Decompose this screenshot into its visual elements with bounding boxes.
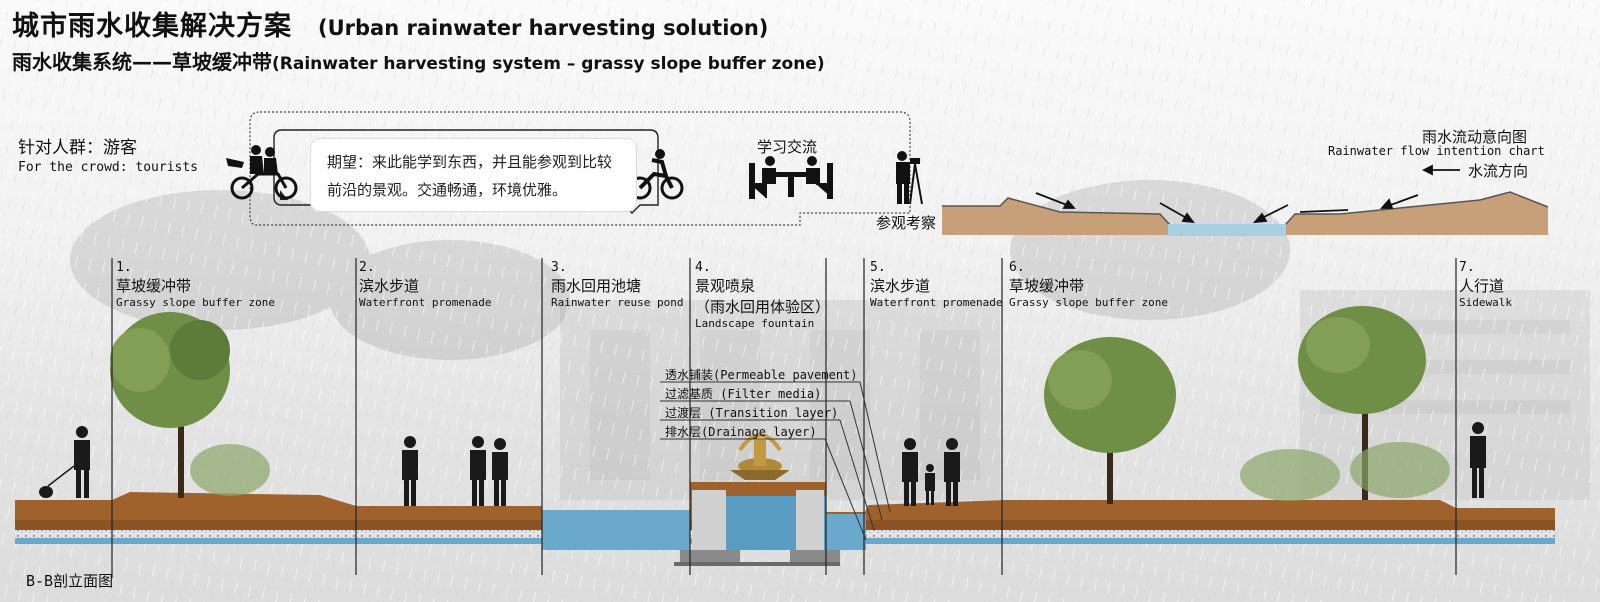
zone-7-en: Sidewalk bbox=[1459, 296, 1512, 309]
zone-4: 4. 景观喷泉 （雨水回用体验区） Landscape fountain bbox=[695, 260, 830, 330]
zone-4-en: Landscape fountain bbox=[695, 317, 815, 330]
target-crowd-cn: 针对人群：游客 bbox=[18, 138, 137, 158]
zone-5-en: Waterfront promenade bbox=[870, 296, 1003, 309]
flow-direction-label: 水流方向 bbox=[1468, 162, 1529, 180]
zone-1-number: 1. bbox=[116, 260, 132, 275]
fountain-base bbox=[690, 482, 826, 490]
ground-profile bbox=[15, 433, 1555, 566]
zone-2-number: 2. bbox=[359, 260, 375, 275]
target-crowd-en: For the crowd: tourists bbox=[18, 160, 199, 175]
zone-6-en: Grassy slope buffer zone bbox=[1009, 296, 1168, 309]
section-caption: B-B剖立面图 bbox=[26, 572, 114, 590]
expectation-bubble: 期望：来此能学到东西，并且能参观到比较 前沿的景观。交通畅通，环境优雅。 bbox=[310, 138, 637, 212]
main-title-en: (Urban rainwater harvesting solution) bbox=[318, 16, 769, 40]
layer-transition: 过渡层 (Transition layer) bbox=[665, 406, 839, 420]
cyclist-icon bbox=[628, 149, 684, 200]
study-table-icon bbox=[749, 156, 833, 199]
zone-6: 6. 草坡缓冲带 Grassy slope buffer zone bbox=[1009, 260, 1168, 309]
rain-pond bbox=[542, 510, 690, 550]
zone-4-number: 4. bbox=[695, 260, 711, 275]
fountain-sculpture bbox=[730, 433, 790, 480]
surveyor-icon bbox=[896, 151, 923, 205]
main-title: 城市雨水收集解决方案 (Urban rainwater harvesting so… bbox=[12, 4, 768, 43]
zone-3-cn: 雨水回用池塘 bbox=[551, 277, 642, 295]
tree-mid bbox=[1044, 337, 1176, 504]
zone-3: 3. 雨水回用池塘 Rainwater reuse pond bbox=[551, 260, 683, 309]
zone-7-number: 7. bbox=[1459, 260, 1475, 275]
motorcycle-riders-icon bbox=[226, 145, 298, 200]
rainwater-flow-chart bbox=[942, 164, 1549, 236]
callout-solid-frame bbox=[273, 129, 659, 214]
pedestrian-silhouettes bbox=[39, 422, 1486, 506]
sub-title: 雨水收集系统——草坡缓冲带(Rainwater harvesting syste… bbox=[12, 46, 825, 75]
expectation-line-1: 期望：来此能学到东西，并且能参观到比较 bbox=[327, 153, 613, 171]
tree-left bbox=[110, 312, 270, 498]
layer-leader-lines bbox=[660, 381, 891, 541]
zone-1-en: Grassy slope buffer zone bbox=[116, 296, 275, 309]
zone-4-cn-sub: （雨水回用体验区） bbox=[695, 298, 831, 316]
zone-5: 5. 滨水步道 Waterfront promenade bbox=[870, 260, 1002, 309]
zone-4-cn: 景观喷泉 bbox=[695, 277, 756, 295]
zone-1-cn: 草坡缓冲带 bbox=[116, 277, 192, 295]
zone-5-cn: 滨水步道 bbox=[870, 277, 931, 295]
visit-inspect-label: 参观考察 bbox=[876, 214, 937, 232]
layer-permeable-pavement: 透水铺装(Permeable pavement) bbox=[665, 368, 858, 382]
zone-divider-lines bbox=[111, 258, 1457, 578]
zone-3-en: Rainwater reuse pond bbox=[551, 296, 684, 309]
sub-title-cn: 雨水收集系统——草坡缓冲带 bbox=[12, 50, 272, 74]
zone-7-cn: 人行道 bbox=[1459, 277, 1505, 295]
callout-dotted-frame bbox=[249, 111, 911, 226]
zone-5-number: 5. bbox=[870, 260, 886, 275]
study-exchange-label: 学习交流 bbox=[757, 138, 818, 156]
layer-filter-media: 过滤基质 (Filter media) bbox=[665, 387, 822, 401]
expectation-line-2: 前沿的景观。交通畅通，环境优雅。 bbox=[327, 181, 568, 199]
sub-title-en: (Rainwater harvesting system – grassy sl… bbox=[272, 54, 825, 74]
zone-6-number: 6. bbox=[1009, 260, 1025, 275]
zone-2: 2. 滨水步道 Waterfront promenade bbox=[359, 260, 491, 309]
flow-chart-title-en: Rainwater flow intention chart bbox=[1328, 144, 1545, 158]
zone-7: 7. 人行道 Sidewalk bbox=[1459, 260, 1512, 309]
zone-2-en: Waterfront promenade bbox=[359, 296, 492, 309]
zone-3-number: 3. bbox=[551, 260, 567, 275]
tree-right bbox=[1240, 306, 1450, 501]
zone-2-cn: 滨水步道 bbox=[359, 277, 420, 295]
flow-chart-title-cn: 雨水流动意向图 bbox=[1422, 128, 1528, 146]
zone-6-cn: 草坡缓冲带 bbox=[1009, 277, 1085, 295]
main-title-cn: 城市雨水收集解决方案 bbox=[12, 11, 292, 42]
layer-drainage: 排水层(Drainage layer) bbox=[665, 425, 817, 439]
zone-1: 1. 草坡缓冲带 Grassy slope buffer zone bbox=[116, 260, 275, 309]
